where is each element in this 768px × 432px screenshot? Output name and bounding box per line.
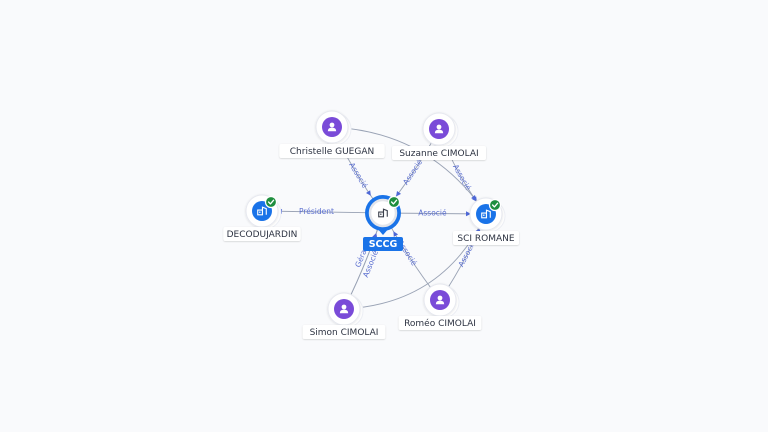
- node-label: Suzanne CIMOLAI: [399, 149, 478, 159]
- node-suzanne[interactable]: Suzanne CIMOLAI: [392, 112, 486, 160]
- verified-check-icon: [387, 195, 401, 209]
- center-label: SCCG: [369, 239, 398, 250]
- person-icon: [435, 295, 445, 305]
- edge-label: Associé: [347, 161, 370, 190]
- edge-label: Associé: [451, 163, 473, 192]
- edge-arrow: [366, 190, 371, 196]
- center-label-box: [363, 237, 403, 251]
- node-label-box: SCI ROMANE: [453, 231, 519, 245]
- node-label: Roméo CIMOLAI: [404, 318, 476, 329]
- verified-check-icon: [488, 198, 502, 212]
- building-icon: [257, 206, 267, 216]
- person-icon: [327, 122, 337, 132]
- person-icon: [339, 304, 349, 314]
- building-icon: [481, 209, 491, 219]
- node-label: Simon CIMOLAI: [310, 328, 379, 338]
- node-label-box: DECODUJARDIN: [223, 227, 301, 241]
- node-sciromane[interactable]: SCI ROMANE: [453, 197, 519, 245]
- edge-label: Associé: [418, 208, 447, 217]
- center-node[interactable]: SCCG: [363, 195, 403, 251]
- node-label: Christelle GUEGAN: [290, 147, 374, 157]
- verified-check-icon: [264, 195, 278, 209]
- edge-label: Président: [299, 207, 334, 216]
- edge-arrow: [396, 190, 402, 197]
- node-label: SCI ROMANE: [457, 234, 515, 244]
- node-label-box: Roméo CIMOLAI: [398, 316, 482, 330]
- edge-label: Associé: [401, 158, 424, 187]
- person-icon: [434, 124, 444, 134]
- edge-arrow: [393, 231, 399, 237]
- edge-arrow: [471, 194, 477, 201]
- building-icon: [378, 208, 388, 218]
- node-label-box: Simon CIMOLAI: [302, 325, 386, 339]
- edge-arrow: [465, 211, 472, 217]
- nodes-layer: Christelle GUEGAN Suzanne CIMOLAI DECODUJA…: [223, 110, 519, 339]
- node-label-box: Christelle GUEGAN: [279, 144, 385, 158]
- node-simon[interactable]: Simon CIMOLAI: [302, 292, 386, 339]
- node-label: DECODUJARDIN: [227, 230, 298, 240]
- node-decodujardin[interactable]: DECODUJARDIN: [223, 194, 301, 241]
- node-romeo[interactable]: Roméo CIMOLAI: [398, 283, 482, 330]
- node-christelle[interactable]: Christelle GUEGAN: [279, 110, 385, 158]
- node-label-box: Suzanne CIMOLAI: [392, 146, 486, 160]
